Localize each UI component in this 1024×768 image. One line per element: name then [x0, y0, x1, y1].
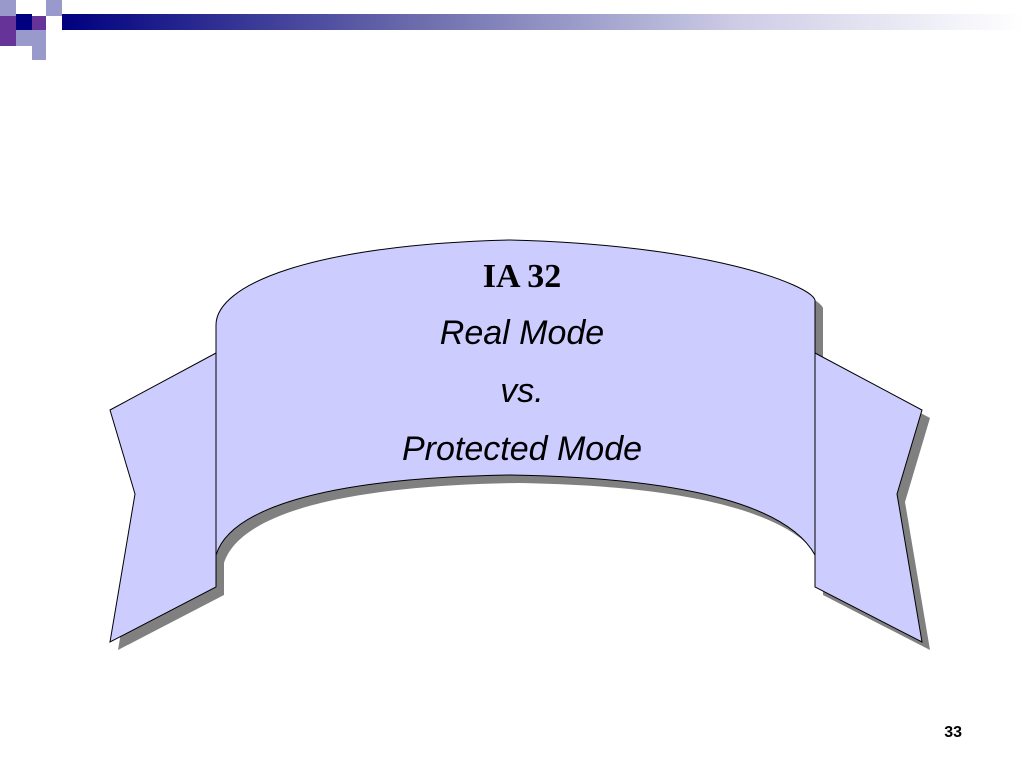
subtitle-line-real-mode: Real Mode: [439, 314, 605, 352]
header-gradient-bar: [62, 14, 1024, 30]
banner-text-block: IA 32 Real Mode vs. Protected Mode: [312, 250, 732, 478]
subtitle-line-vs: vs.: [500, 372, 544, 410]
banner-left-tail: [109, 352, 217, 643]
checker-squares-decoration-icon: [0, 0, 1024, 60]
page-number: 33: [944, 724, 962, 741]
slide-title: IA 32: [482, 258, 562, 295]
subtitle-line-protected-mode: Protected Mode: [401, 430, 643, 468]
header-decoration-band: [0, 0, 1024, 62]
